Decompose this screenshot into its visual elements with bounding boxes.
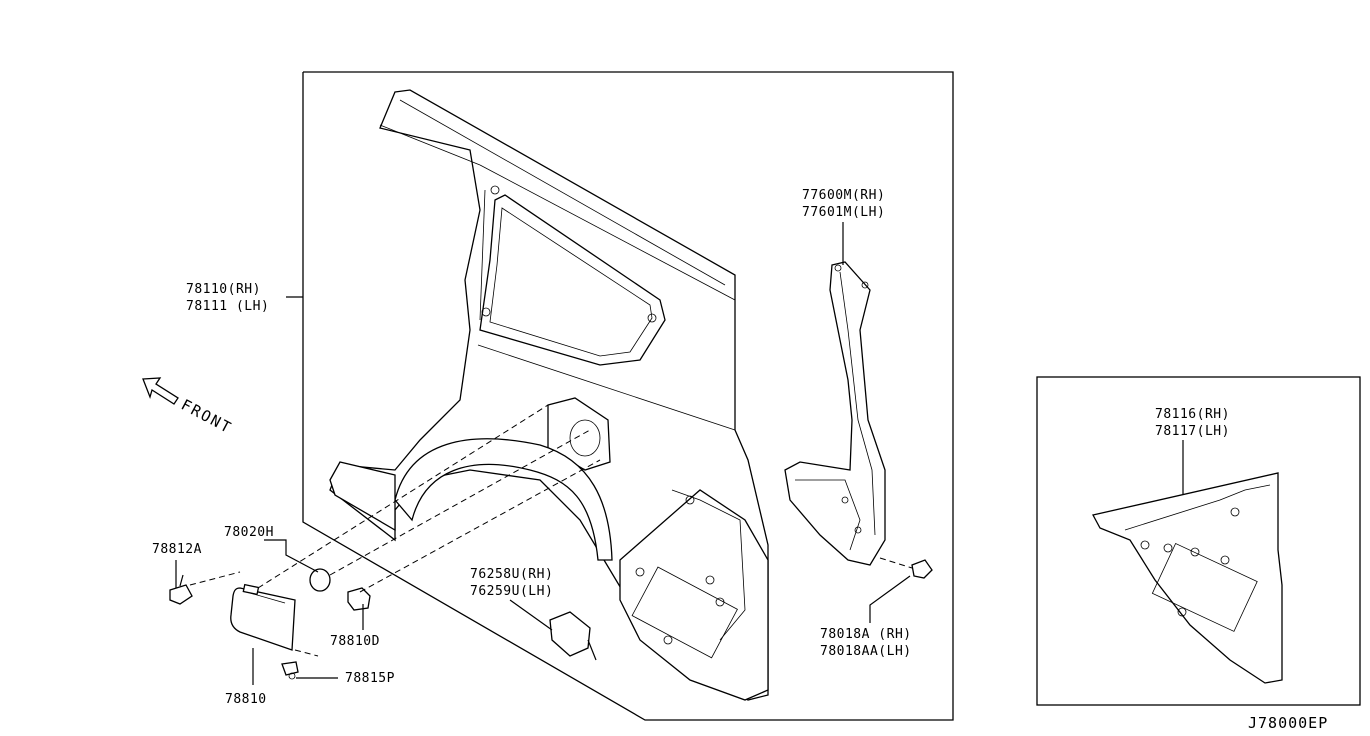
label-76259u-lh: 76259U(LH) [470,584,553,599]
inset-panel-part [1092,472,1283,684]
label-78020h: 78020H [224,525,274,540]
fuel-filler-lid [230,583,296,651]
label-78110-rh: 78110(RH) [186,282,261,297]
label-78116-rh: 78116(RH) [1155,407,1230,422]
clip-78018a [911,559,933,579]
label-78810d: 78810D [330,634,380,649]
main-panel-frame [302,71,954,721]
label-77601m-lh: 77601M(LH) [802,205,885,220]
spring-78815p [281,661,299,680]
label-78018a-rh: 78018A (RH) [820,627,912,642]
label-76258u-rh: 76258U(RH) [470,567,553,582]
screw-78812a [169,574,193,605]
label-77600m-rh: 77600M(RH) [802,188,885,203]
label-78815p: 78815P [345,671,395,686]
label-78117-lh: 78117(LH) [1155,424,1230,439]
inset-frame [1036,376,1361,706]
inner-pillar-panel [784,261,886,566]
label-78812a: 78812A [152,542,202,557]
assembly-lines [189,404,913,657]
front-arrow-icon [142,377,179,405]
label-78018aa-lh: 78018AA(LH) [820,644,912,659]
actuator-76258u [549,611,597,661]
label-78810: 78810 [225,692,267,707]
diagram-code: J78000EP [1248,714,1328,732]
lid-bumper [347,587,371,611]
label-78111-lh: 78111 (LH) [186,299,269,314]
grommet [309,568,331,592]
rear-fender-panel [329,89,769,701]
front-label: FRONT [178,396,235,438]
leader-lines [175,222,1184,685]
